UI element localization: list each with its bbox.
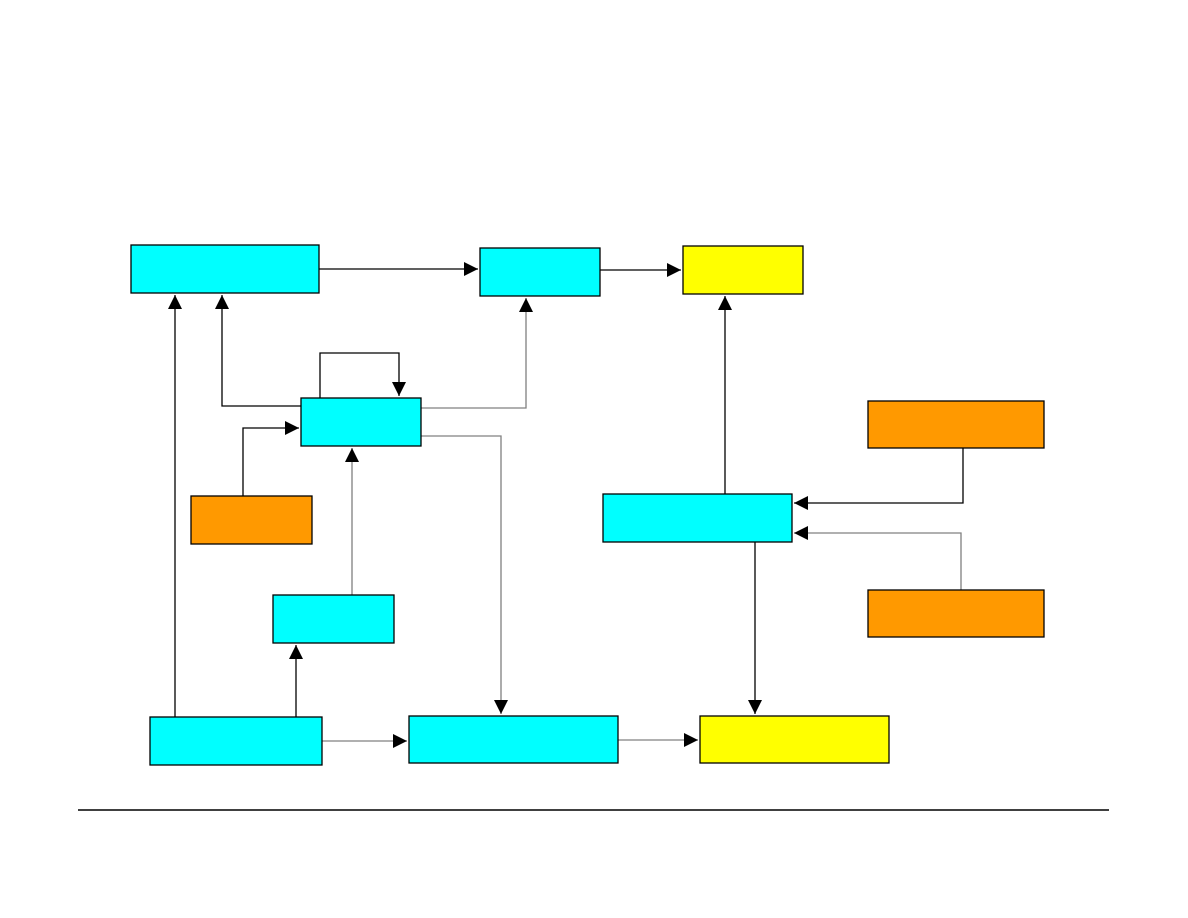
input-box-n5 xyxy=(190,495,313,545)
arrow-n4-to-n11 xyxy=(421,435,508,714)
input-box-n7 xyxy=(867,400,1045,449)
process-box-n6 xyxy=(602,493,793,543)
arrow-n4-to-n1 xyxy=(215,295,301,407)
process-box-n4 xyxy=(300,397,422,447)
process-box-n10 xyxy=(149,716,323,766)
arrow-n8-to-n6 xyxy=(794,526,962,590)
output-box-n12 xyxy=(699,715,890,764)
arrow-n5-to-n4 xyxy=(242,421,299,496)
connectors xyxy=(168,262,964,748)
input-box-n8 xyxy=(867,589,1045,638)
process-box-n9 xyxy=(272,594,395,644)
process-box-n2 xyxy=(479,247,601,297)
arrow-n4-to-n4 xyxy=(319,352,406,398)
arrow-n7-to-n6 xyxy=(794,448,964,510)
arrow-n4-to-n2 xyxy=(421,298,533,409)
process-box-n11 xyxy=(408,715,619,764)
process-box-n1 xyxy=(130,244,320,294)
output-box-n3 xyxy=(682,245,804,295)
boxes xyxy=(130,244,1045,766)
